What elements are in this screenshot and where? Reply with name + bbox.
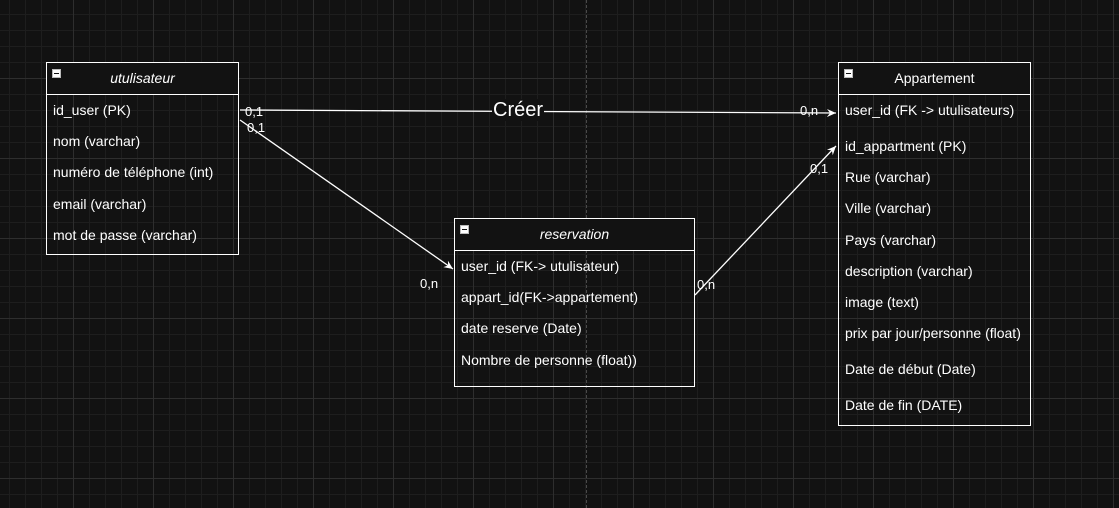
field-nombre-personne[interactable]: Nombre de personne (float)) bbox=[461, 352, 637, 368]
user-reservation-relation-line[interactable] bbox=[239, 119, 454, 270]
field-email[interactable]: email (varchar) bbox=[53, 196, 147, 212]
field-nom[interactable]: nom (varchar) bbox=[53, 133, 141, 149]
field-mot-de-passe[interactable]: mot de passe (varchar) bbox=[53, 227, 197, 243]
field-date-fin[interactable]: Date de fin (DATE) bbox=[845, 397, 963, 413]
field-user-id[interactable]: user_id (FK-> utulisateur) bbox=[461, 258, 620, 274]
entity-appartement[interactable]: Appartement user_id (FK -> utulisateurs)… bbox=[838, 62, 1031, 426]
creer-relation-label[interactable]: Créer bbox=[492, 99, 545, 121]
reservation-appartement-relation-line[interactable] bbox=[694, 145, 837, 296]
field-pays[interactable]: Pays (varchar) bbox=[845, 232, 937, 248]
center-guide-line bbox=[586, 0, 587, 508]
field-description[interactable]: description (varchar) bbox=[845, 263, 973, 279]
creer-target-cardinality: 0,n bbox=[800, 103, 819, 118]
entity-utilisateur-title: utulisateur bbox=[110, 70, 175, 86]
field-prix[interactable]: prix par jour/personne (float) bbox=[845, 325, 1021, 341]
field-ville[interactable]: Ville (varchar) bbox=[845, 200, 932, 216]
field-appart-id[interactable]: appart_id(FK->appartement) bbox=[461, 289, 639, 305]
entity-reservation-title: reservation bbox=[539, 226, 610, 242]
user-reservation-source-cardinality: 0,1 bbox=[247, 120, 266, 135]
entity-appartement-title: Appartement bbox=[894, 70, 975, 86]
field-rue[interactable]: Rue (varchar) bbox=[845, 169, 931, 185]
field-telephone[interactable]: numéro de téléphone (int) bbox=[53, 164, 214, 180]
creer-source-cardinality: 0,1 bbox=[245, 104, 264, 119]
reservation-appart-source-cardinality: 0,n bbox=[697, 277, 716, 292]
entity-appartement-header[interactable]: Appartement bbox=[839, 63, 1030, 95]
collapse-icon[interactable] bbox=[52, 69, 61, 78]
collapse-icon[interactable] bbox=[844, 69, 853, 78]
field-image[interactable]: image (text) bbox=[845, 294, 919, 310]
collapse-icon[interactable] bbox=[460, 225, 469, 234]
reservation-appart-target-cardinality: 0,1 bbox=[810, 161, 829, 176]
entity-reservation[interactable]: reservation user_id (FK-> utulisateur) a… bbox=[454, 218, 695, 387]
field-user-id[interactable]: user_id (FK -> utulisateurs) bbox=[845, 102, 1015, 118]
field-id-appartment[interactable]: id_appartment (PK) bbox=[845, 138, 967, 154]
field-date-debut[interactable]: Date de début (Date) bbox=[845, 361, 976, 377]
entity-utilisateur[interactable]: utulisateur id_user (PK) nom (varchar) n… bbox=[46, 62, 239, 255]
entity-utilisateur-header[interactable]: utulisateur bbox=[47, 63, 238, 95]
field-date-reserve[interactable]: date reserve (Date) bbox=[461, 320, 582, 336]
field-id-user[interactable]: id_user (PK) bbox=[53, 102, 131, 118]
entity-reservation-header[interactable]: reservation bbox=[455, 219, 694, 251]
user-reservation-target-cardinality: 0,n bbox=[420, 276, 439, 291]
